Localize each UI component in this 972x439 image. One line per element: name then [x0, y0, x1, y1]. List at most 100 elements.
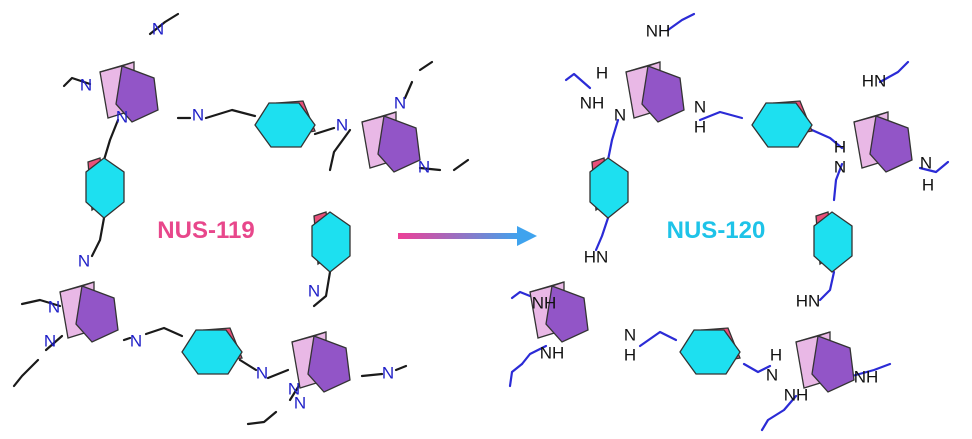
bicyclo-cyan-face — [311, 211, 351, 273]
adamantane-edge — [795, 331, 831, 343]
bicyclo-cyan-face — [181, 329, 243, 375]
bond — [832, 162, 844, 202]
bond — [144, 326, 184, 338]
bond — [312, 270, 332, 308]
atom-label: N — [418, 157, 430, 176]
adamantane-front-face — [641, 65, 685, 123]
bond — [102, 118, 120, 162]
adamantane-unit — [795, 331, 855, 393]
bicyclo-cyan-face — [254, 102, 316, 148]
bond — [62, 76, 92, 88]
atom-label: NH — [854, 367, 879, 386]
bond — [850, 362, 892, 378]
adamantane-edge — [853, 111, 889, 123]
bond — [148, 12, 180, 36]
bond — [520, 344, 548, 366]
atom-label: HN — [584, 247, 609, 266]
atom-label: N — [288, 379, 300, 398]
bicyclooctane-unit — [254, 100, 316, 148]
bond — [918, 160, 950, 174]
left-units — [59, 61, 421, 393]
bond — [594, 216, 610, 252]
atom-label: H — [624, 345, 636, 364]
adamantane-unit — [99, 61, 159, 123]
adamantane-front-face — [307, 335, 351, 393]
atom-label: N — [614, 105, 626, 124]
arrow-head — [517, 226, 537, 246]
bond — [44, 334, 64, 352]
adamantane-edge — [625, 61, 661, 73]
atom-label: N — [308, 281, 320, 300]
atom-label: N — [694, 97, 706, 116]
atom-label: NH — [580, 93, 605, 112]
atom-label: N — [48, 297, 60, 316]
bond — [508, 362, 524, 388]
atom-label: N — [382, 363, 394, 382]
bond — [288, 382, 302, 402]
adamantane-edge — [59, 281, 95, 293]
bond — [246, 410, 278, 426]
atom-label: H — [596, 63, 608, 82]
bond — [760, 394, 798, 432]
atom-label: N — [336, 115, 348, 134]
atom-label: N — [624, 325, 636, 344]
adamantane-front-face — [545, 285, 589, 343]
atom-label: NH — [646, 21, 671, 40]
adamantane-front-face — [115, 65, 159, 123]
atom-label: N — [920, 153, 932, 172]
bicyclooctane-unit — [813, 211, 853, 273]
reaction-arrow — [398, 226, 537, 246]
bond — [742, 362, 772, 374]
atom-label: H — [694, 117, 706, 136]
bond — [452, 158, 470, 172]
adamantane-unit — [291, 331, 351, 393]
bond — [418, 60, 434, 72]
adamantane-unit — [59, 281, 119, 343]
right-units — [529, 61, 913, 393]
bond — [238, 358, 258, 372]
atom-label: N — [80, 75, 92, 94]
adamantane-unit — [361, 111, 421, 173]
bond — [638, 330, 678, 348]
adamantane-unit — [853, 111, 913, 173]
atom-label: N — [766, 365, 778, 384]
bond — [360, 372, 384, 378]
bicyclooctane-unit — [679, 327, 741, 375]
bond — [818, 270, 836, 302]
bicyclo-cyan-face — [679, 329, 741, 375]
bond — [328, 128, 352, 172]
nus-119-label: NUS-119 — [157, 217, 254, 244]
adamantane-edge — [529, 281, 565, 293]
bond — [564, 72, 592, 90]
adamantane-edge — [99, 61, 135, 73]
adamantane-front-face — [869, 115, 913, 173]
bicyclo-cyan-face — [589, 157, 629, 219]
atom-label: H — [834, 137, 846, 156]
nus-120-label: NUS-120 — [667, 217, 766, 244]
atom-label: H — [770, 345, 782, 364]
adamantane-edge — [361, 111, 397, 123]
atom-label: N — [44, 331, 56, 350]
bond — [878, 60, 910, 84]
bicyclooctane-unit — [589, 157, 629, 219]
bond — [403, 80, 414, 100]
right-bonds — [508, 12, 950, 432]
bond — [698, 110, 744, 122]
atom-label: N — [294, 393, 306, 412]
adamantane-front-face — [811, 335, 855, 393]
bond — [394, 364, 408, 372]
arrow-shaft — [398, 233, 520, 239]
bicyclo-cyan-face — [813, 211, 853, 273]
bond — [666, 12, 696, 32]
atom-label: NH — [532, 293, 557, 312]
atom-label: N — [834, 157, 846, 176]
bicyclo-cyan-face — [85, 157, 125, 219]
bicyclooctane-unit — [85, 157, 125, 219]
adamantane-unit — [529, 281, 589, 343]
atom-label: HN — [796, 291, 821, 310]
atom-label: N — [78, 251, 90, 270]
